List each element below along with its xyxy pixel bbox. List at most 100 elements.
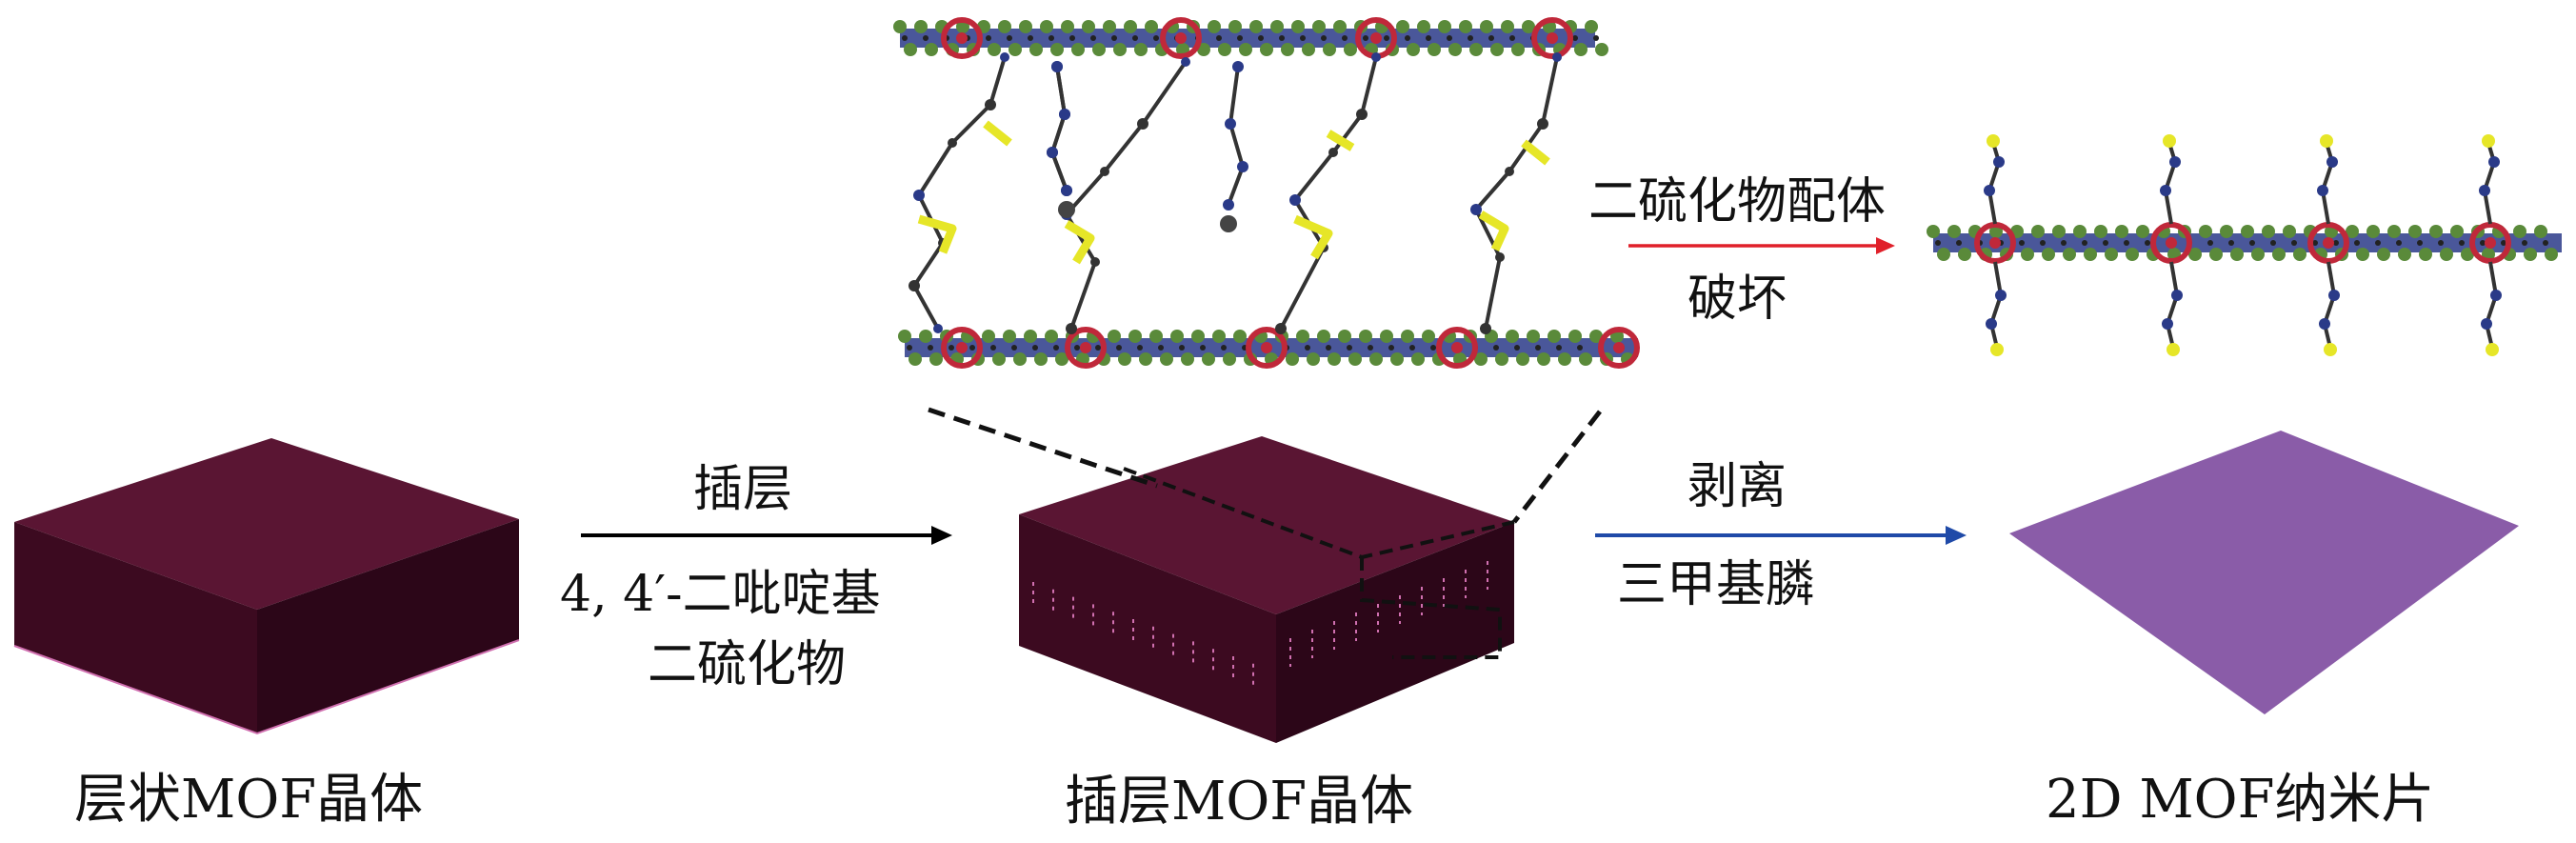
atom (1153, 35, 1159, 41)
layered-mof-crystal (13, 438, 520, 735)
ring-atom (1003, 330, 1016, 343)
ring-atom (1239, 43, 1252, 56)
chain-backbone (900, 29, 1595, 48)
ring-atom (2524, 248, 2537, 261)
metal-node (1160, 17, 1202, 59)
atom (1137, 118, 1148, 130)
atom (1993, 156, 2005, 168)
atom (1090, 35, 1096, 41)
ring-atom (1170, 330, 1184, 343)
ring-atom (1197, 43, 1210, 56)
atom (2417, 240, 2423, 246)
ring-atom (2209, 248, 2223, 261)
atom (1488, 35, 1494, 41)
ring-atom (982, 330, 995, 343)
ring-atom (1024, 330, 1037, 343)
atom (1371, 52, 1381, 62)
ring-atom (2398, 248, 2411, 261)
atom (1593, 35, 1599, 41)
atom (1221, 345, 1227, 351)
ring-atom (1118, 352, 1131, 366)
ring-atom (1390, 352, 1404, 366)
crystal-side-face (1276, 522, 1514, 743)
atom (1537, 118, 1548, 130)
ring-atom (2136, 225, 2149, 238)
ring-atom (1296, 330, 1309, 343)
atom (1388, 345, 1394, 351)
zoom-connector-left (928, 407, 1158, 489)
atom (2103, 240, 2108, 246)
metal-center (1080, 342, 1091, 353)
ring-atom (1040, 20, 1053, 33)
ring-atom (2094, 225, 2107, 238)
atom (2481, 318, 2492, 330)
atom (2479, 185, 2490, 196)
ring-atom (2230, 248, 2244, 261)
crystal-front-face (1019, 514, 1276, 743)
ring-atom (1029, 43, 1043, 56)
atom (949, 345, 954, 351)
ring-atom (1302, 43, 1315, 56)
atom (2326, 156, 2338, 168)
metal-center (956, 32, 968, 44)
metal-center (956, 342, 968, 353)
metal-center (1175, 32, 1187, 44)
atom (2501, 240, 2506, 246)
atom (1495, 252, 1505, 262)
atom (1100, 167, 1109, 176)
ring-atom (1220, 215, 1237, 232)
atom (1111, 35, 1117, 41)
ring-atom (919, 330, 932, 343)
atom (1470, 204, 1482, 215)
ring-atom (1595, 43, 1608, 56)
intercalated-molecular-structure (893, 17, 1640, 369)
atom (2169, 156, 2181, 168)
atom (1447, 35, 1452, 41)
linker-bond (1279, 56, 1378, 330)
single-mof-layer-structure (1927, 134, 2562, 356)
atom (1956, 240, 1962, 246)
ring-atom (1469, 43, 1483, 56)
atom (1509, 35, 1515, 41)
atom (1289, 194, 1301, 206)
ring-atom (1495, 352, 1508, 366)
atom (2249, 240, 2255, 246)
ring-atom (2031, 225, 2045, 238)
atom (1158, 345, 1164, 351)
ring-atom (1058, 201, 1075, 218)
atom (2061, 240, 2067, 246)
ring-atom (1208, 20, 1221, 33)
atom (1053, 345, 1059, 351)
metal-node (1246, 327, 1288, 369)
ring-atom (1228, 20, 1242, 33)
ring-atom (2188, 248, 2202, 261)
sulfur-atom (2486, 343, 2499, 356)
atom (1132, 35, 1138, 41)
dipyridyl-disulfide-linkers (909, 52, 1562, 334)
atom (1935, 240, 1941, 246)
atom (2354, 240, 2360, 246)
atom (2019, 240, 2025, 246)
metal-node (941, 327, 983, 369)
mof-layer-chain (893, 17, 1608, 59)
atom (969, 345, 975, 351)
ring-atom (1312, 20, 1326, 33)
atom (1116, 345, 1122, 351)
atom (2160, 185, 2171, 196)
sulfur-atom (1990, 343, 2004, 356)
ring-atom (929, 352, 943, 366)
atom (1368, 345, 1373, 351)
ring-atom (925, 43, 938, 56)
ring-atom (1438, 20, 1451, 33)
ring-atom (1019, 20, 1032, 33)
ring-atom (1281, 43, 1294, 56)
ring-atom (1082, 20, 1095, 33)
mof-layer-chain (898, 327, 1640, 369)
atom (1384, 35, 1389, 41)
ring-atom (2272, 248, 2286, 261)
ring-atom (1448, 43, 1462, 56)
ligand-break-label: 二硫化物配体 (1588, 173, 1887, 231)
linker-bond (1326, 130, 1355, 151)
label-layered-mof-crystal: 层状MOF晶体 (74, 769, 424, 831)
ring-atom (1927, 225, 1940, 238)
